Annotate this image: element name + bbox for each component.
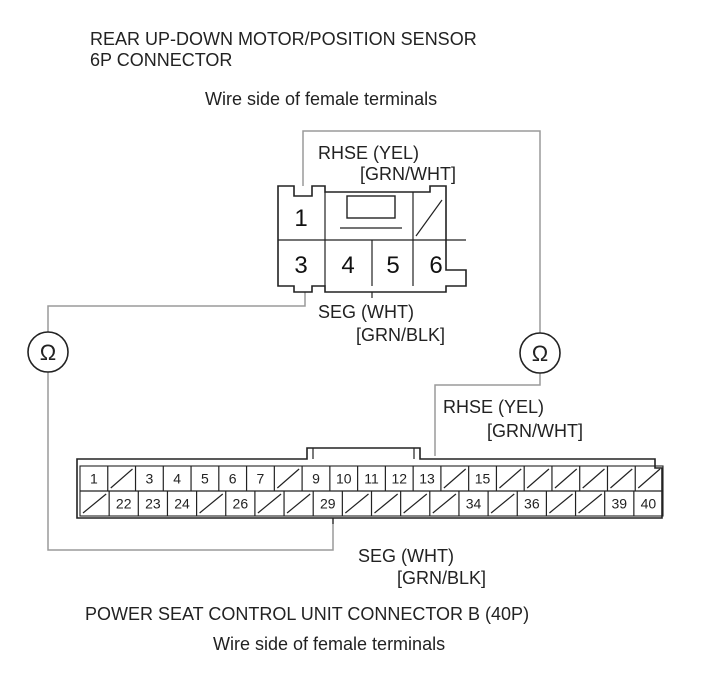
control-bottom-unused-cavity xyxy=(82,493,107,514)
control-top-unused-cavity xyxy=(582,468,605,489)
ohmmeter-left-circle xyxy=(27,331,69,373)
rhse-wire-lower xyxy=(434,373,541,456)
control-top-pin-4: 4 xyxy=(173,471,181,487)
control-bottom-unused-cavity xyxy=(403,493,428,514)
control-top-pin-10: 10 xyxy=(336,471,352,487)
control-bottom-unused-cavity xyxy=(578,493,603,514)
control-top-unused-cavity xyxy=(637,468,661,489)
ohmmeter-right-circle xyxy=(519,332,561,374)
control-bottom-pin-24: 24 xyxy=(174,496,190,512)
rhse-bottom-alt-label: [GRN/WHT] xyxy=(487,421,583,441)
control-bottom-unused-cavity xyxy=(490,493,515,514)
ohm-icon: Ω xyxy=(40,340,56,365)
rhse-top-label: RHSE (YEL) xyxy=(318,143,419,163)
seg-wire-lower xyxy=(47,372,334,551)
seg-top-label: SEG (WHT) xyxy=(318,302,414,322)
ohmmeter-right: Ω xyxy=(519,332,561,374)
seg-bottom-alt-label: [GRN/BLK] xyxy=(397,568,486,588)
control-top-pin-15: 15 xyxy=(475,471,491,487)
control-top-unused-cavity xyxy=(110,468,133,489)
control-connector-title: POWER SEAT CONTROL UNIT CONNECTOR B (40P… xyxy=(85,604,529,624)
control-top-unused-cavity xyxy=(526,468,550,489)
sensor-connector-title-line1: REAR UP-DOWN MOTOR/POSITION SENSOR xyxy=(90,29,477,49)
sensor-connector-title-line2: 6P CONNECTOR xyxy=(90,50,232,70)
rhse-top-alt-label: [GRN/WHT] xyxy=(360,164,456,184)
control-bottom-pin-34: 34 xyxy=(466,496,482,512)
control-bottom-pin-23: 23 xyxy=(145,496,161,512)
control-top-pin-6: 6 xyxy=(229,471,237,487)
control-bottom-pin-39: 39 xyxy=(611,496,627,512)
sensor-unused-cavity xyxy=(415,199,443,237)
control-top-pin-11: 11 xyxy=(364,471,379,487)
sensor-lock-tab xyxy=(346,195,396,219)
control-top-unused-cavity xyxy=(554,468,578,489)
sensor-pin-4: 4 xyxy=(341,252,354,279)
control-bottom-unused-cavity xyxy=(432,493,457,514)
ohmmeter-left: Ω xyxy=(27,331,69,373)
control-top-pin-5: 5 xyxy=(201,471,209,487)
sensor-6p-connector: 1 3 4 5 6 xyxy=(277,185,467,298)
sensor-pin-5: 5 xyxy=(386,252,399,279)
rhse-wire-upper xyxy=(302,130,541,333)
control-top-pin-1: 1 xyxy=(90,471,98,487)
seg-bottom-label: SEG (WHT) xyxy=(358,546,454,566)
control-bottom-pin-40: 40 xyxy=(641,496,657,512)
control-top-pin-13: 13 xyxy=(419,471,435,487)
control-top-pin-3: 3 xyxy=(146,471,154,487)
control-top-unused-cavity xyxy=(443,468,467,489)
control-bottom-unused-cavity xyxy=(257,493,282,514)
control-bottom-pin-36: 36 xyxy=(524,496,540,512)
control-bottom-unused-cavity xyxy=(344,493,369,514)
seg-wire-upper xyxy=(47,292,306,332)
seg-top-alt-label: [GRN/BLK] xyxy=(356,325,445,345)
wires xyxy=(47,130,541,551)
control-bottom-unused-cavity xyxy=(199,493,224,514)
control-top-pin-7: 7 xyxy=(257,471,265,487)
control-bottom-pin-22: 22 xyxy=(116,496,132,512)
control-top-pin-12: 12 xyxy=(391,471,407,487)
control-connector-subtitle: Wire side of female terminals xyxy=(213,634,445,654)
ohm-icon: Ω xyxy=(532,341,548,366)
control-bottom-pin-29: 29 xyxy=(320,496,336,512)
control-bottom-unused-cavity xyxy=(374,493,399,514)
control-bottom-unused-cavity xyxy=(549,493,573,514)
sensor-connector-subtitle: Wire side of female terminals xyxy=(205,89,437,109)
control-top-pin-9: 9 xyxy=(312,471,320,487)
sensor-pin-6: 6 xyxy=(429,252,442,279)
control-bottom-pin-26: 26 xyxy=(233,496,249,512)
sensor-pin-3: 3 xyxy=(294,252,307,279)
control-top-unused-cavity xyxy=(276,468,300,489)
control-bottom-unused-cavity xyxy=(286,493,311,514)
control-top-unused-cavity xyxy=(610,468,633,489)
control-top-unused-cavity xyxy=(499,468,522,489)
rhse-bottom-label: RHSE (YEL) xyxy=(443,397,544,417)
sensor-pin-1: 1 xyxy=(294,205,307,232)
